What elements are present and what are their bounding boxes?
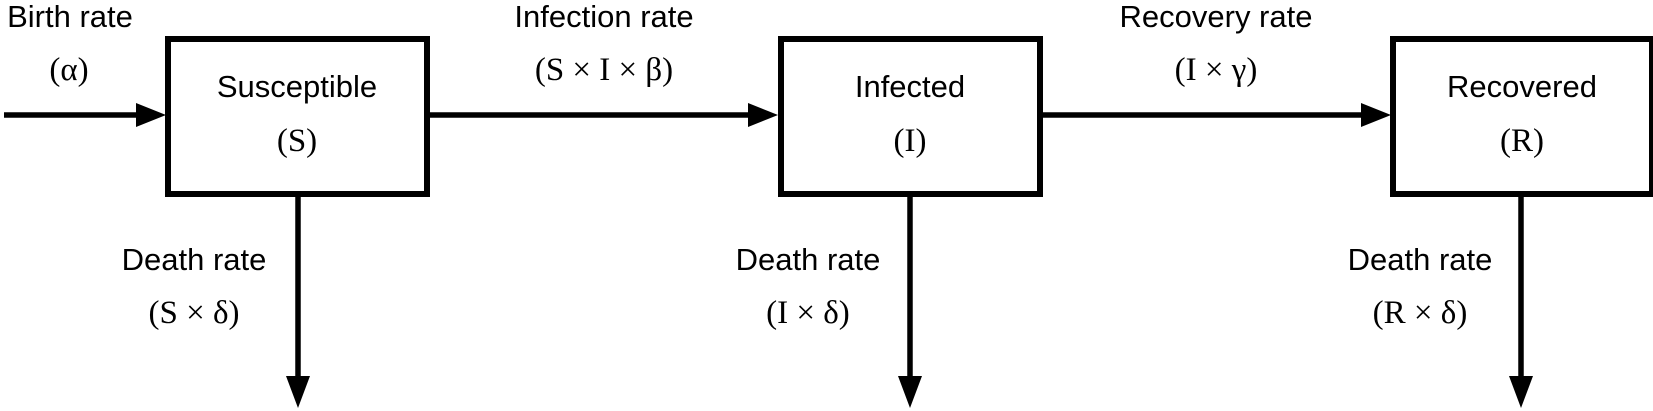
death-rate-recovered-expr: (R × δ) — [1373, 295, 1468, 331]
recovered-name: Recovered — [1447, 69, 1597, 104]
infection-arrow — [427, 103, 778, 127]
recovered-symbol: (R) — [1500, 123, 1544, 159]
death-rate-recovered-label: Death rate — [1348, 242, 1493, 277]
death-rate-susceptible-expr: (S × δ) — [149, 295, 240, 331]
infected-box: Infected (I) — [778, 36, 1043, 197]
susceptible-box: Susceptible (S) — [165, 36, 430, 197]
susceptible-symbol: (S) — [277, 123, 317, 159]
birth-rate-label: Birth rate — [7, 0, 133, 34]
infection-rate-expr: (S × I × β) — [535, 52, 673, 88]
recovery-rate-expr: (I × γ) — [1175, 52, 1258, 88]
death-rate-infected-expr: (I × δ) — [766, 295, 850, 331]
susceptible-name: Susceptible — [217, 69, 377, 104]
death-arrow-infected — [898, 194, 922, 408]
infected-symbol: (I) — [894, 123, 927, 159]
recovery-rate-label: Recovery rate — [1120, 0, 1313, 34]
death-rate-infected-label: Death rate — [736, 242, 881, 277]
recovery-arrow — [1040, 103, 1391, 127]
birth-arrow — [4, 103, 166, 127]
infected-name: Infected — [855, 69, 965, 104]
death-arrow-recovered — [1509, 194, 1533, 408]
death-rate-susceptible-label: Death rate — [122, 242, 267, 277]
recovered-box: Recovered (R) — [1390, 36, 1653, 197]
birth-rate-expr: (α) — [49, 52, 88, 88]
death-arrow-susceptible — [286, 194, 310, 408]
infection-rate-label: Infection rate — [514, 0, 693, 34]
